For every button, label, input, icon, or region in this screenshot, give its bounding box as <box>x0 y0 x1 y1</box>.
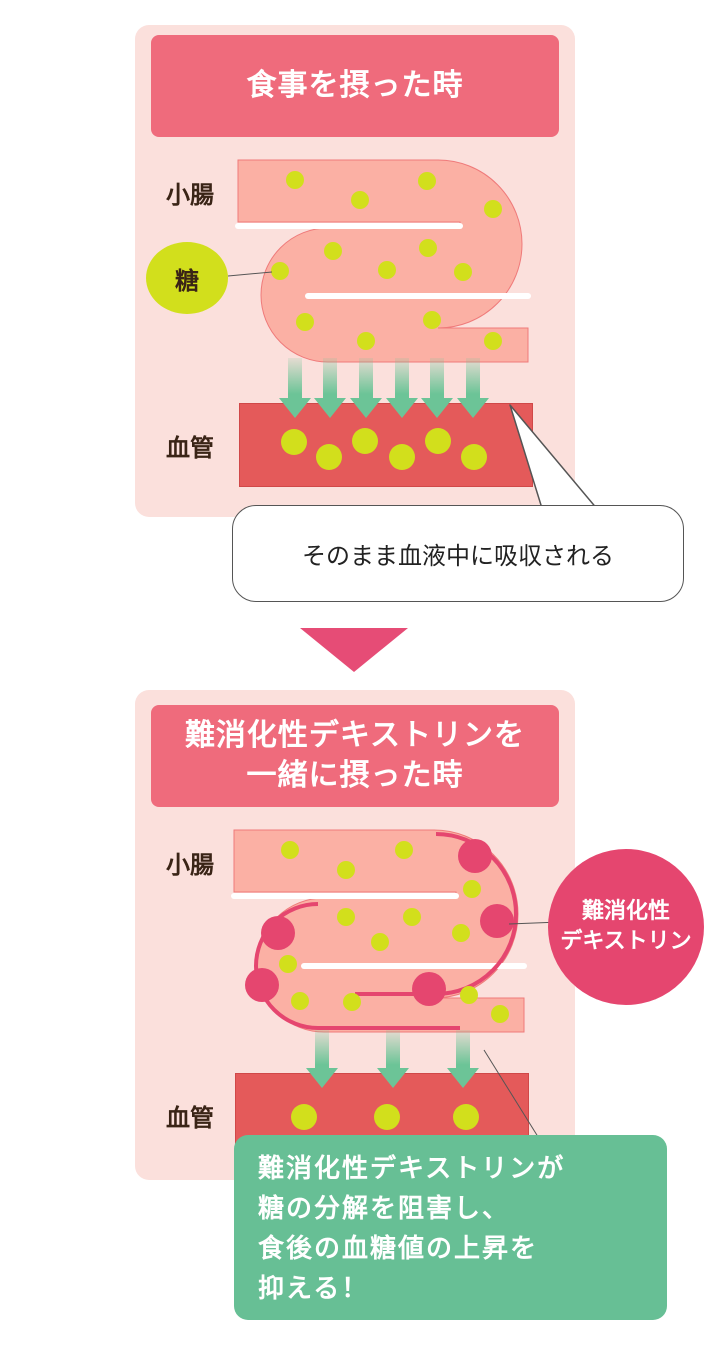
bottom-blood-vessel-label: 血管 <box>166 1104 214 1132</box>
sugar-callout-line <box>227 271 273 277</box>
sugar-callout-label: 糖 <box>175 266 199 295</box>
sugar-callout: 糖 <box>146 242 228 314</box>
bottom-panel-title: 難消化性デキストリンを 一緒に摂った時 <box>151 705 559 807</box>
speech-bubble: そのまま血液中に吸収される <box>232 505 684 602</box>
result-line-1: 難消化性デキストリンが <box>258 1154 566 1184</box>
dextrin-particles <box>245 839 514 1006</box>
dextrin-callout: 難消化性 デキストリン <box>548 849 704 1005</box>
top-glucose-in-vessel <box>281 428 487 470</box>
bottom-absorption-arrows <box>306 1030 479 1088</box>
top-small-intestine-label: 小腸 <box>166 181 214 209</box>
speech-bubble-tail <box>509 404 599 519</box>
top-title-text: 食事を摂った時 <box>246 68 464 103</box>
result-callout-line <box>483 1049 541 1141</box>
top-blood-vessel-label: 血管 <box>166 434 214 462</box>
down-arrow-triangle <box>300 628 408 672</box>
result-line-2: 糖の分解を阻害し、 <box>258 1194 511 1224</box>
result-box: 難消化性デキストリンが 糖の分解を阻害し、 食後の血糖値の上昇を 抑える！ <box>234 1135 667 1320</box>
top-absorption-arrows <box>279 358 489 418</box>
result-line-4: 抑える！ <box>258 1274 370 1304</box>
speech-bubble-text: そのまま血液中に吸収される <box>302 542 614 570</box>
bottom-glucose-in-intestine <box>279 841 509 1023</box>
bottom-title-line-2: 一緒に摂った時 <box>246 758 464 793</box>
bottom-title-line-1: 難消化性デキストリンを <box>184 718 526 753</box>
top-glucose-in-intestine <box>271 171 502 350</box>
dextrin-callout-line-2: デキストリン <box>560 929 692 954</box>
result-line-3: 食後の血糖値の上昇を <box>258 1234 539 1264</box>
top-panel-title: 食事を摂った時 <box>151 35 559 137</box>
top-intestine <box>237 159 529 363</box>
dextrin-callout-line-1: 難消化性 <box>581 899 670 924</box>
bottom-glucose-in-vessel <box>291 1104 479 1130</box>
bottom-small-intestine-label: 小腸 <box>166 851 214 879</box>
